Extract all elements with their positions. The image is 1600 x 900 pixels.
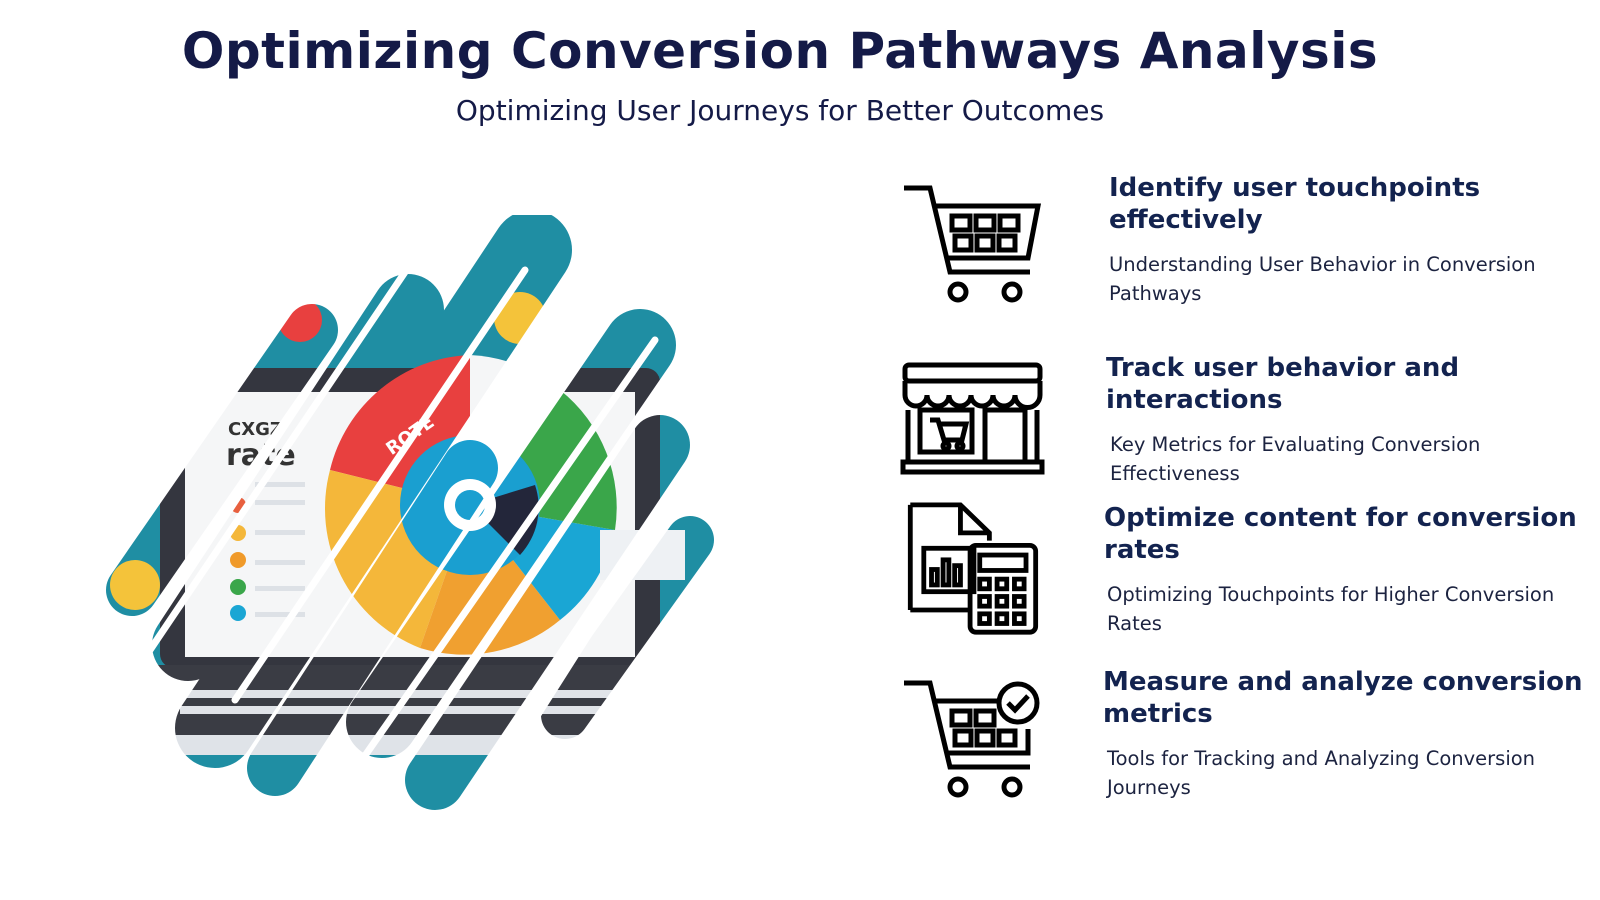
item-heading: Optimize content for conversion rates: [1104, 503, 1577, 565]
cart-check-icon: [904, 680, 1040, 798]
feature-item-tracking: Track user behavior and interactions Key…: [900, 352, 1580, 502]
page-subtitle: Optimizing User Journeys for Better Outc…: [455, 94, 1105, 127]
item-heading: Track user behavior and interactions: [1106, 353, 1460, 415]
feature-item-measure: Measure and analyze conversion metrics T…: [900, 666, 1583, 816]
feature-item-touchpoints: Identify user touchpoints effectively Un…: [900, 172, 1580, 322]
conversion-dashboard-illustration: CXGZ rate ROTE: [100, 215, 720, 835]
item-heading: Measure and analyze conversion metrics: [1103, 667, 1583, 729]
screen-label-small: CXGZ: [228, 419, 283, 440]
page-title: Optimizing Conversion Pathways Analysis: [181, 22, 1379, 80]
storefront-icon: [900, 362, 1045, 475]
item-description: Key Metrics for Evaluating Conversion Ef…: [1110, 433, 1481, 485]
screen-label-large: rate: [226, 438, 296, 473]
item-description: Understanding User Behavior in Conversio…: [1109, 253, 1536, 305]
feature-item-optimize: Optimize content for conversion rates Op…: [900, 502, 1580, 652]
item-description: Optimizing Touchpoints for Higher Conver…: [1107, 583, 1555, 635]
item-description: Tools for Tracking and Analyzing Convers…: [1107, 747, 1536, 799]
report-calculator-icon: [907, 502, 1039, 635]
shopping-cart-icon: [904, 185, 1042, 303]
item-heading: Identify user touchpoints effectively: [1109, 173, 1481, 235]
